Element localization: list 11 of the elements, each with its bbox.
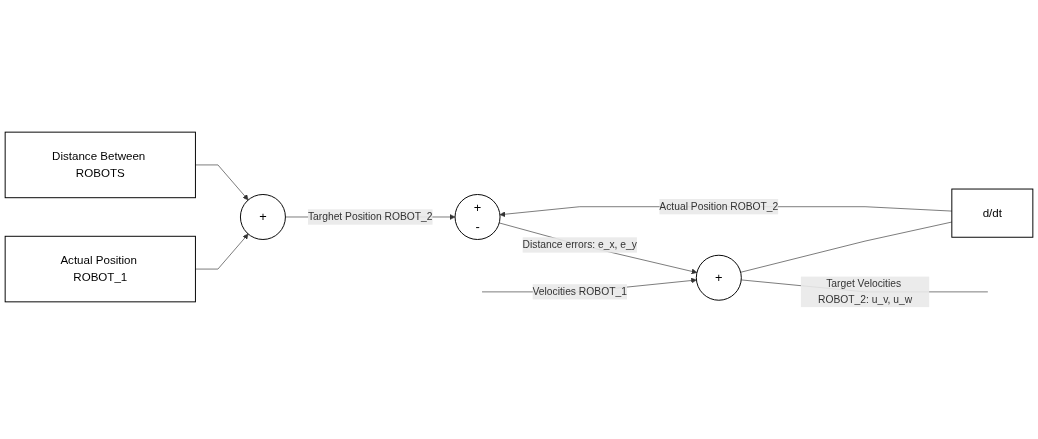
- edge-label: Target Velocities ROBOT_2: u_v, u_w: [817, 278, 913, 305]
- edge-label: Velocities ROBOT_1: [532, 285, 627, 297]
- node-box: Actual Position ROBOT_1: [4, 235, 196, 303]
- edge-label: Distance errors: e_x, e_y: [522, 238, 637, 250]
- node-circle: + -: [454, 193, 501, 240]
- edge-label: Targhet Position ROBOT_2: [307, 210, 433, 222]
- node-box: Distance Between ROBOTS: [4, 131, 196, 198]
- node-box: d/dt: [951, 188, 1034, 238]
- edge-label: Actual Position ROBOT_2: [659, 200, 779, 212]
- node-circle: +: [695, 254, 742, 301]
- node-circle: +: [239, 193, 286, 240]
